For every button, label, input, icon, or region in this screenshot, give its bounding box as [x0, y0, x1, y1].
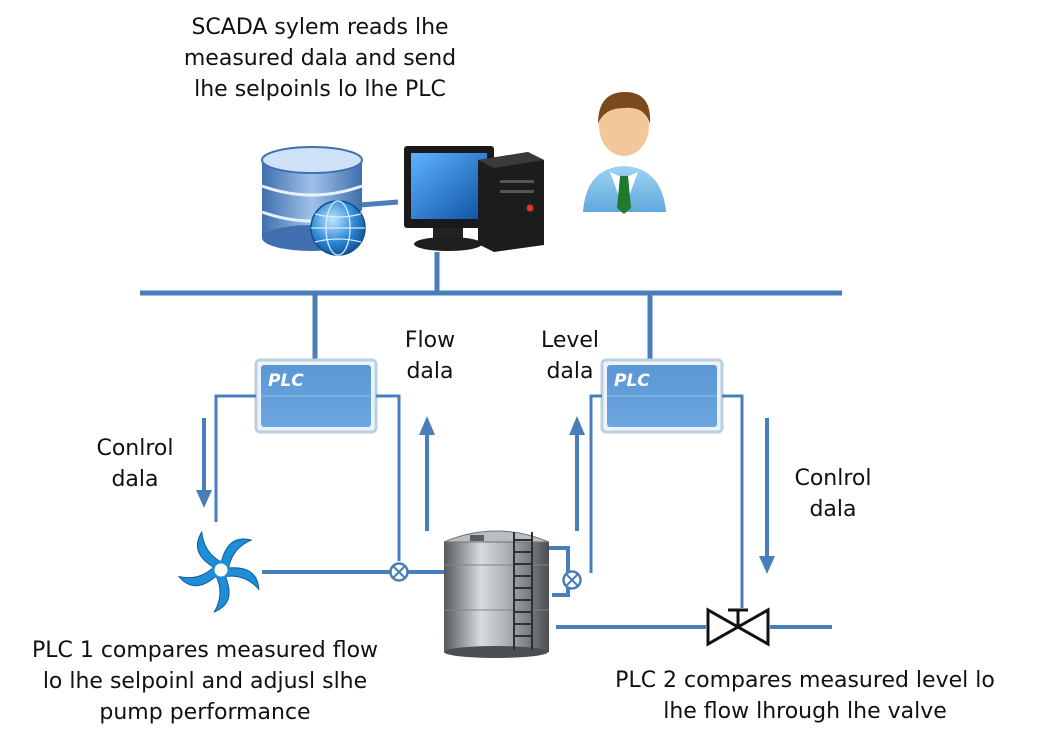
network-lines: [140, 199, 842, 360]
data-arrows: [196, 416, 775, 574]
flowmeter-to-plc1-line: [376, 394, 401, 561]
flow-data-label: Flow dala: [404, 328, 456, 384]
plc2-description: PLC 2 compares measured level lo lhe flo…: [615, 668, 995, 724]
globe-icon: [310, 200, 366, 256]
control-data-right-label: Conlrol dala: [794, 466, 872, 522]
control-data-left-label: Conlrol dala: [96, 436, 174, 492]
level-sensor-icon: [562, 570, 582, 590]
tank-icon: [443, 530, 550, 658]
process-pipes: [262, 546, 832, 629]
signal-lines: [214, 394, 744, 608]
plc1-box: PLC: [254, 358, 378, 434]
plc1-description: PLC 1 compares measured flow lo lhe selp…: [31, 638, 379, 725]
level-sensor-tap: [548, 546, 570, 597]
plc2-label: PLC: [614, 371, 650, 391]
computer-monitor-icon: [404, 146, 494, 251]
plc2-to-valve-line: [722, 394, 744, 608]
level-data-label: Level dala: [540, 328, 600, 384]
flow-meter-icon: [389, 562, 409, 582]
levelsensor-to-plc2-line: [589, 394, 602, 573]
pc-tower-icon: [478, 152, 544, 252]
scada-caption: SCADA sylem reads lhe measured dala and …: [183, 15, 457, 102]
user-icon: [583, 92, 666, 214]
plc2-box: PLC: [600, 358, 724, 434]
plc1-label: PLC: [268, 371, 304, 391]
plc1-to-pump-line: [214, 394, 256, 522]
db-computer-link: [359, 199, 399, 208]
tank-ladder: [513, 532, 533, 650]
valve-icon: [706, 607, 770, 647]
pump-icon: [177, 530, 260, 613]
